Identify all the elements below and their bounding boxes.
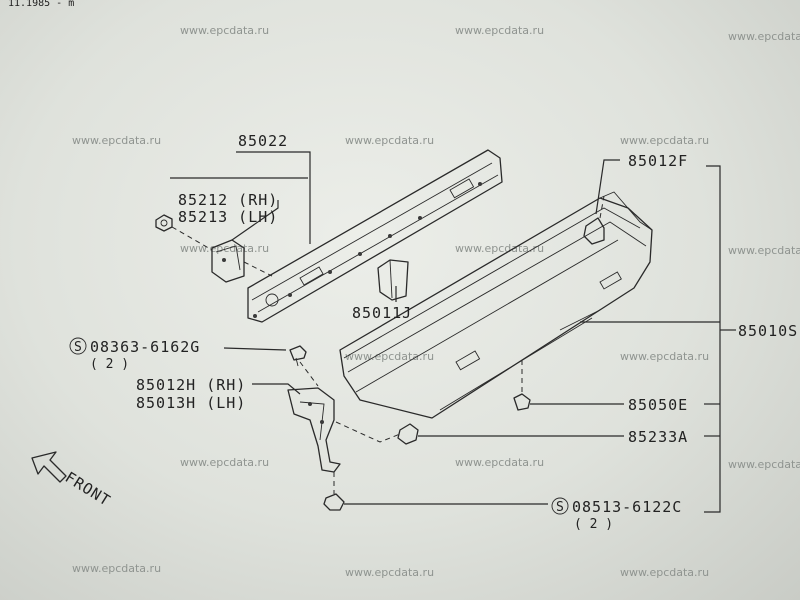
watermark: www.epcdata.ru (728, 458, 800, 471)
label-85022: 85022 (238, 132, 288, 150)
watermark: www.epcdata.ru (620, 566, 709, 579)
label-85010s: 85010S (738, 322, 798, 340)
watermark: www.epcdata.ru (345, 134, 434, 147)
label-85012h: 85012H (RH) (136, 376, 246, 394)
watermark: www.epcdata.ru (180, 24, 269, 37)
watermark: www.epcdata.ru (455, 456, 544, 469)
watermark: www.epcdata.ru (728, 244, 800, 257)
s-symbol-08363-letter: S (74, 340, 82, 355)
bumper-fascia-drawing (339, 191, 653, 419)
watermark: www.epcdata.ru (455, 24, 544, 37)
reinforcement-beam-drawing (247, 149, 503, 323)
watermark: www.epcdata.ru (620, 350, 709, 363)
watermark: www.epcdata.ru (72, 562, 161, 575)
leader-lines (170, 151, 736, 513)
label-85050e: 85050E (628, 396, 688, 414)
watermark: www.epcdata.ru (455, 242, 544, 255)
watermark: www.epcdata.ru (728, 30, 800, 43)
label-08363-qty: ( 2 ) (90, 357, 129, 372)
label-85011j: 85011J (352, 304, 412, 322)
label-08513: 08513-6122C (572, 498, 682, 516)
watermark: www.epcdata.ru (72, 134, 161, 147)
bracket-85012h-drawing (287, 387, 401, 473)
s-symbol-08513-letter: S (556, 500, 564, 515)
watermark: www.epcdata.ru (620, 134, 709, 147)
watermark: www.epcdata.ru (345, 566, 434, 579)
label-08513-qty: ( 2 ) (574, 517, 613, 532)
watermarks: www.epcdata.ru www.epcdata.ru www.epcdat… (72, 24, 800, 579)
label-85013h: 85013H (LH) (136, 394, 246, 412)
clip-85233a-drawing (397, 423, 419, 445)
label-85233a: 85233A (628, 428, 688, 446)
bolt-08513-drawing (323, 472, 345, 511)
clip-85050e-drawing (513, 360, 531, 411)
s-symbol-08513 (551, 497, 569, 515)
stay-bracket-drawing (155, 214, 273, 283)
watermark: www.epcdata.ru (180, 242, 269, 255)
s-symbol-08363 (69, 337, 87, 355)
watermark: www.epcdata.ru (180, 456, 269, 469)
bolt-08363-drawing (289, 345, 319, 387)
front-arrow-icon (31, 451, 67, 483)
label-85213: 85213 (LH) (178, 208, 278, 226)
clip-85011j-drawing (377, 259, 409, 301)
front-label: FRONT (62, 468, 114, 510)
label-08363: 08363-6162G (90, 338, 200, 356)
header-text: 11.1985 - m (8, 0, 74, 9)
label-85012f: 85012F (628, 152, 688, 170)
watermark: www.epcdata.ru (345, 350, 434, 363)
label-85212: 85212 (RH) (178, 191, 278, 209)
side-bracket-85012f-drawing (583, 195, 605, 245)
